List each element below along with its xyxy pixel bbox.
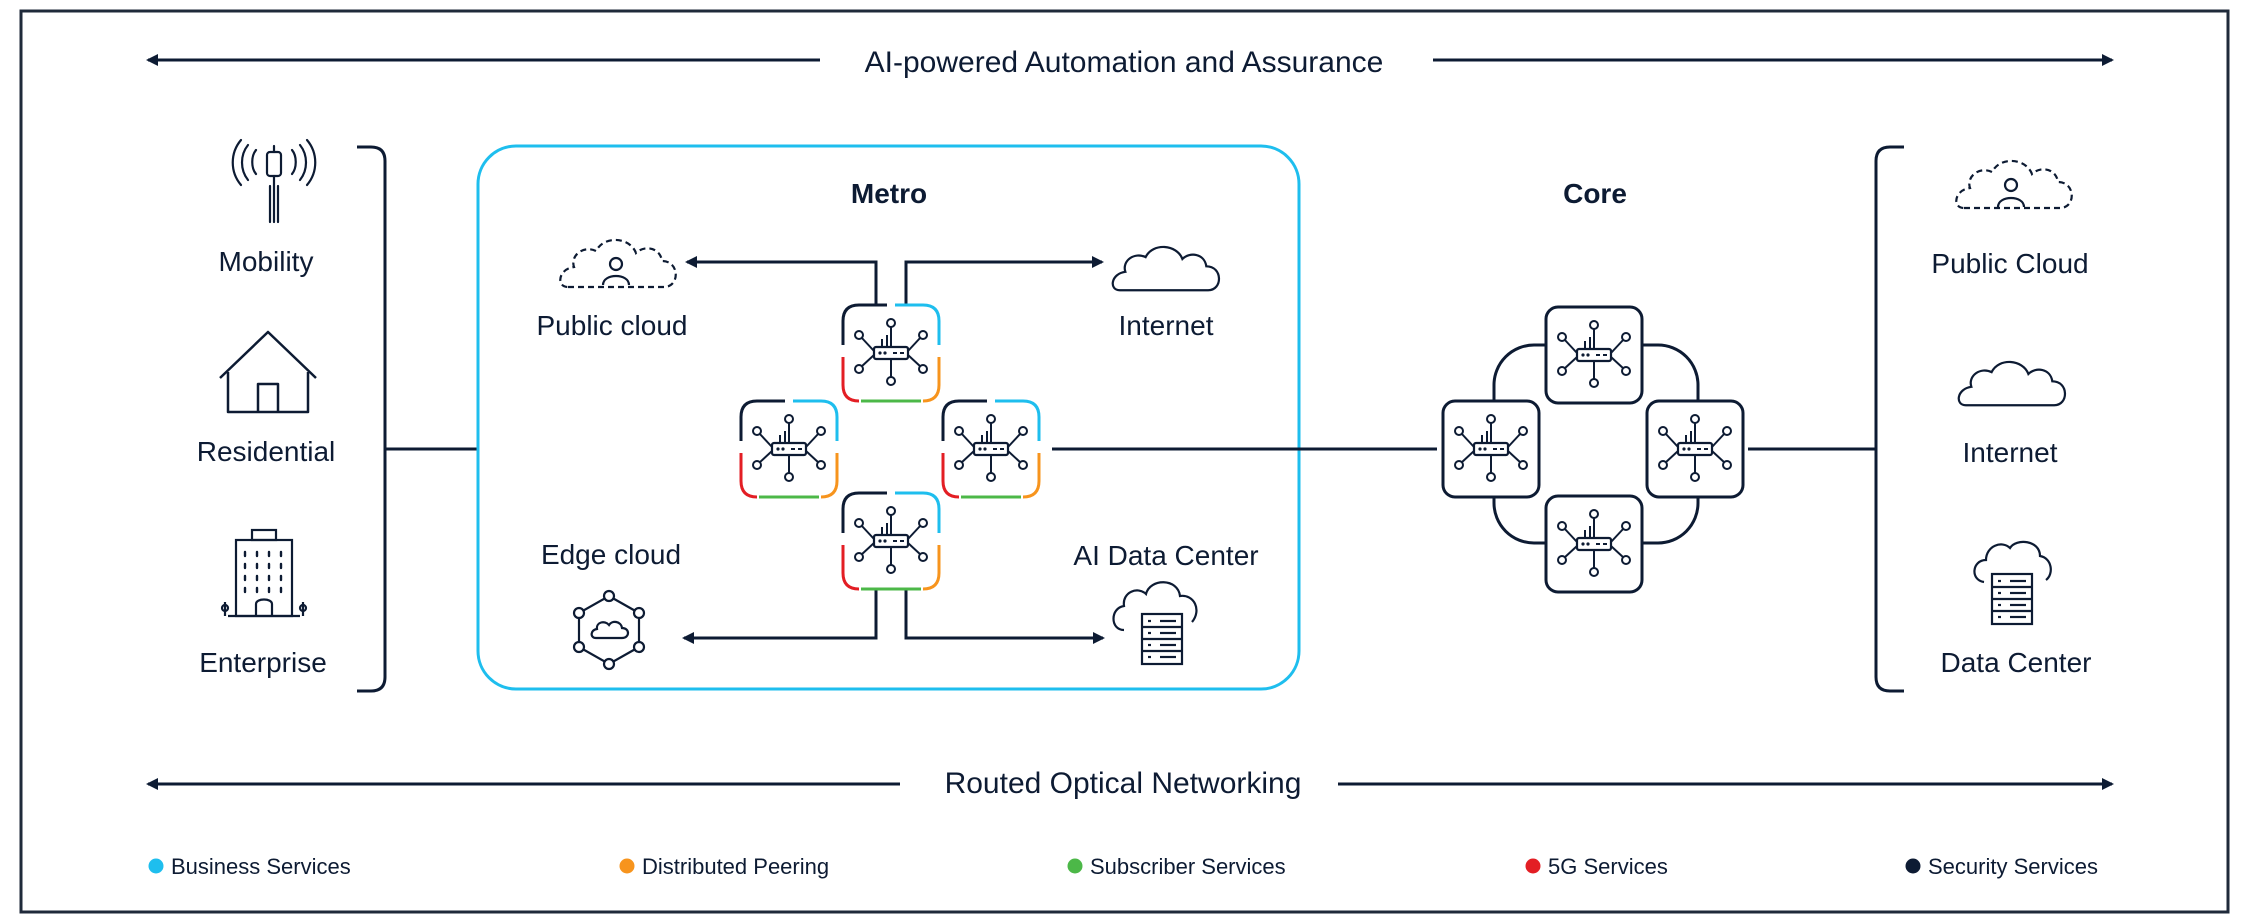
legend-swatch <box>1067 858 1083 874</box>
router-icon <box>853 505 929 575</box>
legend-label: Subscriber Services <box>1090 854 1286 879</box>
public-cloud-icon <box>559 238 677 289</box>
legend-label: Business Services <box>171 854 351 879</box>
core-router-right <box>1645 399 1745 499</box>
metro-arrow-public-cloud <box>685 256 878 305</box>
internet-cloud-icon <box>1111 245 1221 292</box>
core-title: Core <box>1563 178 1627 209</box>
legend-swatch <box>1525 858 1541 874</box>
public-cloud-icon <box>1955 159 2073 210</box>
destinations-group: Public Cloud Internet Data Center <box>1874 145 2092 693</box>
metro-box <box>476 144 1301 691</box>
metro-arrow-edge-cloud <box>682 590 878 644</box>
legend: Business Services Distributed Peering Subs… <box>148 854 2098 879</box>
data-center-icon <box>1973 540 2052 626</box>
outer-frame <box>19 9 2230 914</box>
top-banner-label: AI-powered Automation and Assurance <box>865 46 1384 79</box>
user-icon <box>1996 177 2026 208</box>
dest-data-center-label: Data Center <box>1941 647 2092 678</box>
cloud-icon <box>1957 360 2067 407</box>
metro-internet-label: Internet <box>1119 310 1214 341</box>
legend-swatch <box>619 858 635 874</box>
cell-tower-icon <box>231 138 317 224</box>
legend-item: 5G Services <box>1525 854 1668 879</box>
router-icon <box>751 413 827 483</box>
office-building-icon <box>220 528 308 618</box>
metro-router-top <box>841 303 941 403</box>
metro-arrow-internet <box>904 256 1104 305</box>
router-icon <box>953 413 1029 483</box>
access-group: Mobility Residential Enterprise <box>197 138 478 693</box>
core-router-bottom <box>1544 494 1644 594</box>
core-router-cluster <box>1441 305 1745 594</box>
metro-router-left <box>739 399 839 499</box>
core-region: Core <box>1441 178 1876 594</box>
user-icon <box>601 256 631 286</box>
core-router-left <box>1441 399 1541 499</box>
core-router-top <box>1544 305 1644 405</box>
metro-public-cloud-label: Public cloud <box>537 310 688 341</box>
edge-cloud-icon <box>572 589 646 671</box>
house-icon <box>219 330 317 414</box>
dest-internet-label: Internet <box>1963 437 2058 468</box>
metro-region: Metro Public cloud Internet Edge cloud <box>476 144 1437 691</box>
metro-edge-cloud-label: Edge cloud <box>541 539 681 570</box>
bottom-banner-label: Routed Optical Networking <box>945 767 1302 800</box>
enterprise-label: Enterprise <box>199 647 327 678</box>
metro-router-cluster <box>739 303 1041 591</box>
metro-router-bottom <box>841 491 941 591</box>
destinations-bracket <box>1874 145 1904 693</box>
dest-public-cloud-label: Public Cloud <box>1931 248 2088 279</box>
legend-item: Business Services <box>148 854 351 879</box>
legend-item: Subscriber Services <box>1067 854 1286 879</box>
legend-item: Distributed Peering <box>619 854 829 879</box>
legend-swatch <box>148 858 164 874</box>
router-icon <box>853 317 929 387</box>
access-bracket <box>357 145 387 693</box>
ai-data-center-icon <box>1112 581 1198 666</box>
legend-label: Security Services <box>1928 854 2098 879</box>
legend-item: Security Services <box>1905 854 2098 879</box>
metro-arrow-ai-data-center <box>904 590 1105 644</box>
metro-router-right <box>941 399 1041 499</box>
metro-ai-data-center-label: AI Data Center <box>1073 540 1258 571</box>
metro-title: Metro <box>851 178 927 209</box>
legend-label: Distributed Peering <box>642 854 829 879</box>
residential-label: Residential <box>197 436 336 467</box>
mobility-label: Mobility <box>219 246 314 277</box>
legend-swatch <box>1905 858 1921 874</box>
legend-label: 5G Services <box>1548 854 1668 879</box>
